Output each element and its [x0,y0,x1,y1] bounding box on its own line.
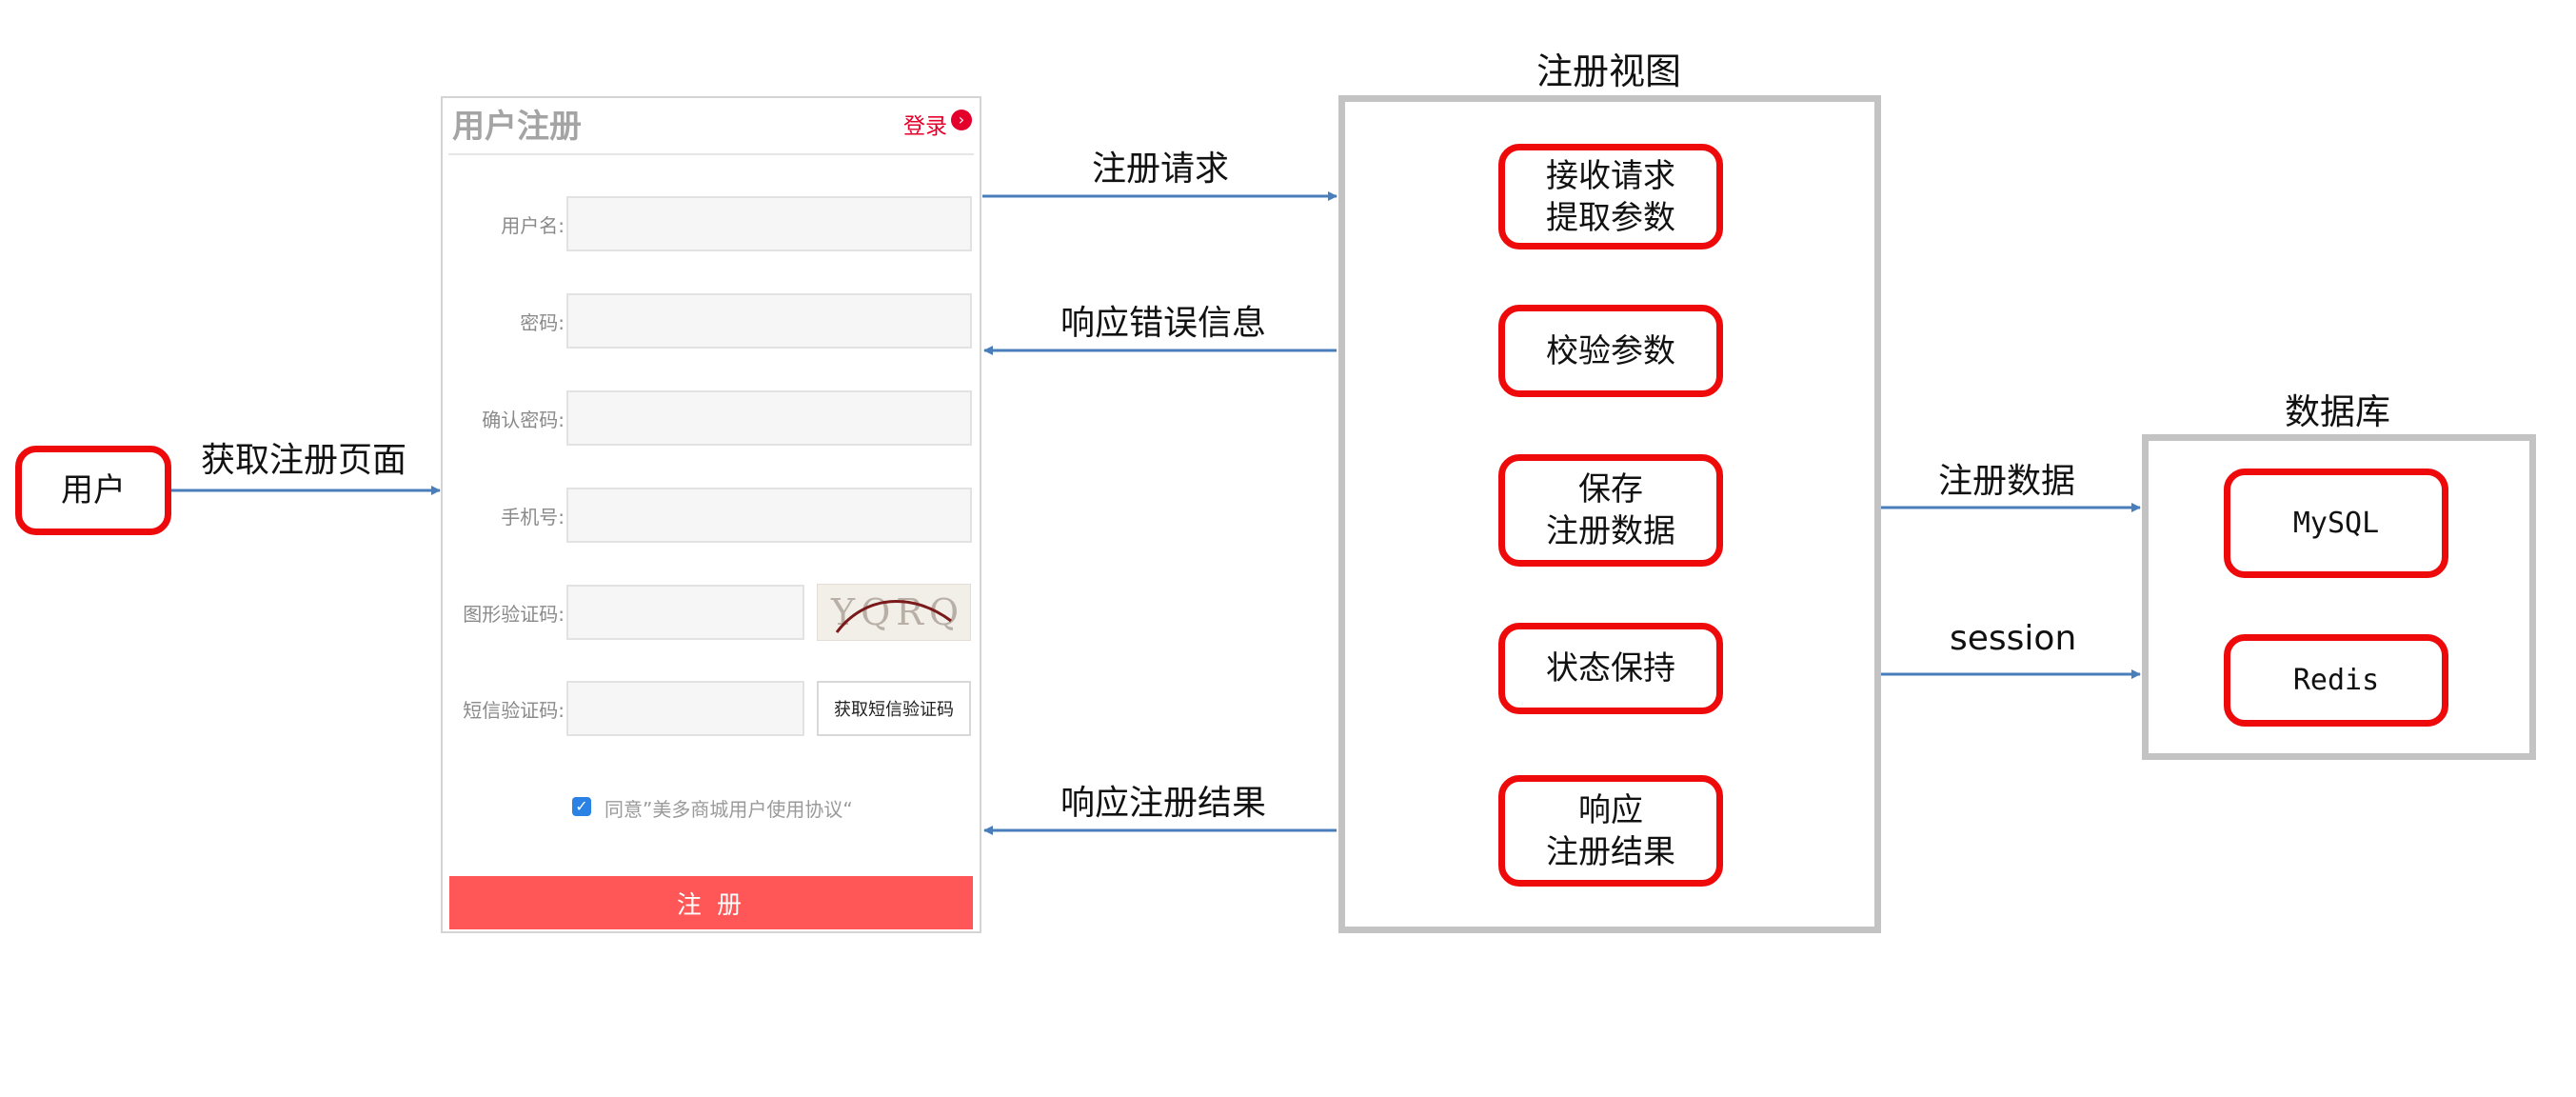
step-save-data: 保存 注册数据 [1498,454,1723,567]
step-validate-params: 校验参数 [1498,305,1723,397]
image-code-label: 图形验证码: [463,603,565,626]
chevron-right-icon[interactable]: › [951,110,972,130]
username-input[interactable] [566,196,972,251]
sms-code-label: 短信验证码: [463,699,565,722]
database-title: 数据库 [2285,391,2390,432]
login-link[interactable]: 登录 [903,114,947,139]
register-view-title: 注册视图 [1536,50,1682,92]
label-register-data: 注册数据 [1938,462,2076,501]
agree-checkbox[interactable]: ✓ [572,797,591,816]
label-session: session [1950,619,2077,658]
confirm-password-input[interactable] [566,390,972,446]
password-input[interactable] [566,293,972,349]
captcha-image[interactable]: YQRQ [817,584,971,641]
get-sms-code-button[interactable]: 获取短信验证码 [817,681,971,736]
form-divider [448,153,974,155]
register-submit-button[interactable]: 注 册 [449,876,973,929]
step-respond-result: 响应 注册结果 [1498,775,1723,887]
step-receive-request: 接收请求 提取参数 [1498,144,1723,249]
label-register-request: 注册请求 [1092,150,1230,189]
register-form-mockup: 用户注册 登录 › 用户名: 密码: 确认密码: 手机号: 图形验证码: YQR… [441,96,981,933]
agreement-text: 同意”美多商城用户使用协议“ [604,798,853,821]
mysql-node: MySQL [2224,469,2448,578]
step-keep-state: 状态保持 [1498,623,1723,714]
redis-node: Redis [2224,634,2448,727]
phone-label: 手机号: [501,506,565,529]
label-get-register-page: 获取注册页面 [201,441,407,480]
user-node: 用户 [15,446,171,535]
form-title: 用户注册 [452,108,582,146]
username-label: 用户名: [501,214,565,237]
confirm-password-label: 确认密码: [482,409,565,431]
phone-input[interactable] [566,488,972,543]
password-label: 密码: [520,311,565,334]
label-result-response: 响应注册结果 [1060,784,1267,823]
image-code-input[interactable] [566,585,804,640]
sms-code-input[interactable] [566,681,804,736]
captcha-text: YQRQ [830,591,964,633]
label-error-response: 响应错误信息 [1060,304,1267,343]
